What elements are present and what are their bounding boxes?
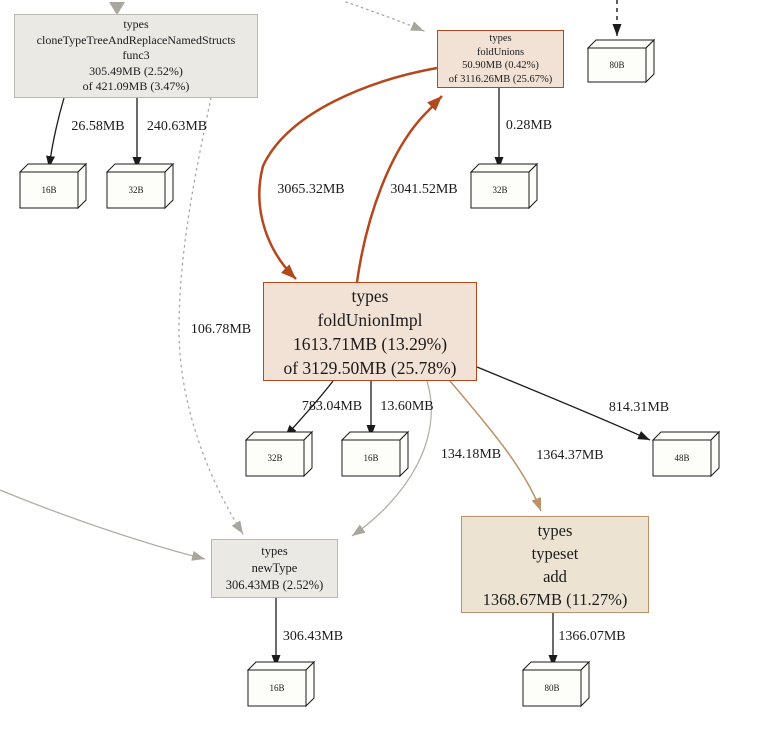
edge-impl-newtype	[351, 380, 432, 537]
node-line: 1613.71MB (13.29%)	[292, 333, 448, 354]
node-line: types	[537, 520, 573, 540]
leaf-label: 32B	[128, 185, 143, 195]
edge-label-impl-foldunions: 3041.52MB	[390, 182, 458, 197]
node-line: func3	[122, 48, 150, 63]
edge-foldunions-impl	[258, 66, 438, 280]
leaf-label: 32B	[267, 453, 282, 463]
node-line: typeset	[531, 543, 579, 563]
edge-impl-typeset	[449, 380, 542, 512]
memory-box-16b-bottom[interactable]: 16B	[246, 660, 316, 708]
edge-label-clone-32b: 240.63MB	[146, 119, 208, 134]
edge-impl-48b	[476, 366, 651, 441]
edge-label-foldunions-impl: 3065.32MB	[277, 182, 345, 197]
edge-left-newtype	[0, 489, 206, 561]
node-line: of 3129.50MB (25.78%)	[283, 357, 457, 378]
incoming-arrow-clone	[109, 2, 125, 15]
memory-box-32b-under-foldunions[interactable]: 32B	[469, 162, 539, 210]
node-line: types	[123, 17, 149, 32]
memory-box-48b[interactable]: 48B	[651, 430, 721, 478]
node-line: types	[261, 544, 288, 558]
memory-box-80b-bottom[interactable]: 80B	[521, 660, 591, 708]
edge-label-clone-newtype: 106.78MB	[190, 322, 252, 337]
node-fold-union-impl[interactable]: types foldUnionImpl 1613.71MB (13.29%) o…	[263, 282, 477, 381]
edge-label-impl-32b: 783.04MB	[301, 399, 363, 414]
edge-clone-16b	[46, 97, 65, 169]
edge-impl-foldunions	[355, 95, 443, 283]
node-line: 305.49MB (2.52%)	[89, 63, 183, 78]
node-line: of 421.09MB (3.47%)	[82, 79, 190, 94]
edge-label-impl-16b: 13.60MB	[380, 399, 434, 414]
edge-label-typeset-80b: 1366.07MB	[558, 629, 626, 644]
node-new-type[interactable]: types newType 306.43MB (2.52%)	[211, 539, 338, 598]
leaf-label: 16B	[41, 185, 56, 195]
node-line: newType	[251, 561, 298, 575]
memory-box-32b-left[interactable]: 32B	[105, 162, 175, 210]
memory-box-80b-top[interactable]: 80B	[586, 38, 656, 84]
node-line: 1368.67MB (11.27%)	[482, 589, 628, 609]
edge-label-clone-16b: 26.58MB	[71, 119, 125, 134]
node-line: foldUnions	[476, 46, 525, 58]
node-fold-unions[interactable]: types foldUnions 50.90MB (0.42%) of 3116…	[437, 30, 564, 88]
edge-label-impl-typeset: 1364.37MB	[536, 448, 604, 463]
memory-box-16b-mid[interactable]: 16B	[340, 430, 410, 478]
leaf-label: 16B	[363, 453, 378, 463]
memory-box-32b-mid[interactable]: 32B	[244, 430, 314, 478]
edge-label-foldunions-32b: 0.28MB	[505, 118, 553, 133]
leaf-label: 80B	[609, 60, 624, 70]
node-clone-type-tree[interactable]: types cloneTypeTreeAndReplaceNamedStruct…	[14, 14, 258, 98]
edge-label-newtype-16b: 306.43MB	[282, 629, 344, 644]
leaf-label: 16B	[269, 683, 284, 693]
edge-dotted-into-foldunions	[345, 1, 425, 32]
node-line: of 3116.26MB (25.67%)	[448, 73, 553, 85]
node-line: add	[543, 566, 567, 586]
node-line: 306.43MB (2.52%)	[225, 578, 324, 592]
edge-clone-newtype	[178, 97, 244, 535]
edge-label-impl-48b: 814.31MB	[608, 400, 670, 415]
leaf-label: 80B	[544, 683, 559, 693]
leaf-label: 48B	[674, 453, 689, 463]
memory-box-16b-left[interactable]: 16B	[18, 162, 88, 210]
edge-label-impl-newtype: 134.18MB	[440, 447, 502, 462]
node-typeset-add[interactable]: types typeset add 1368.67MB (11.27%)	[461, 516, 649, 613]
node-line: 50.90MB (0.42%)	[462, 60, 539, 71]
node-line: types	[351, 285, 389, 306]
leaf-label: 32B	[492, 185, 507, 195]
node-line: foldUnionImpl	[317, 309, 423, 330]
node-line: cloneTypeTreeAndReplaceNamedStructs	[36, 32, 236, 47]
node-line: types	[489, 33, 512, 44]
